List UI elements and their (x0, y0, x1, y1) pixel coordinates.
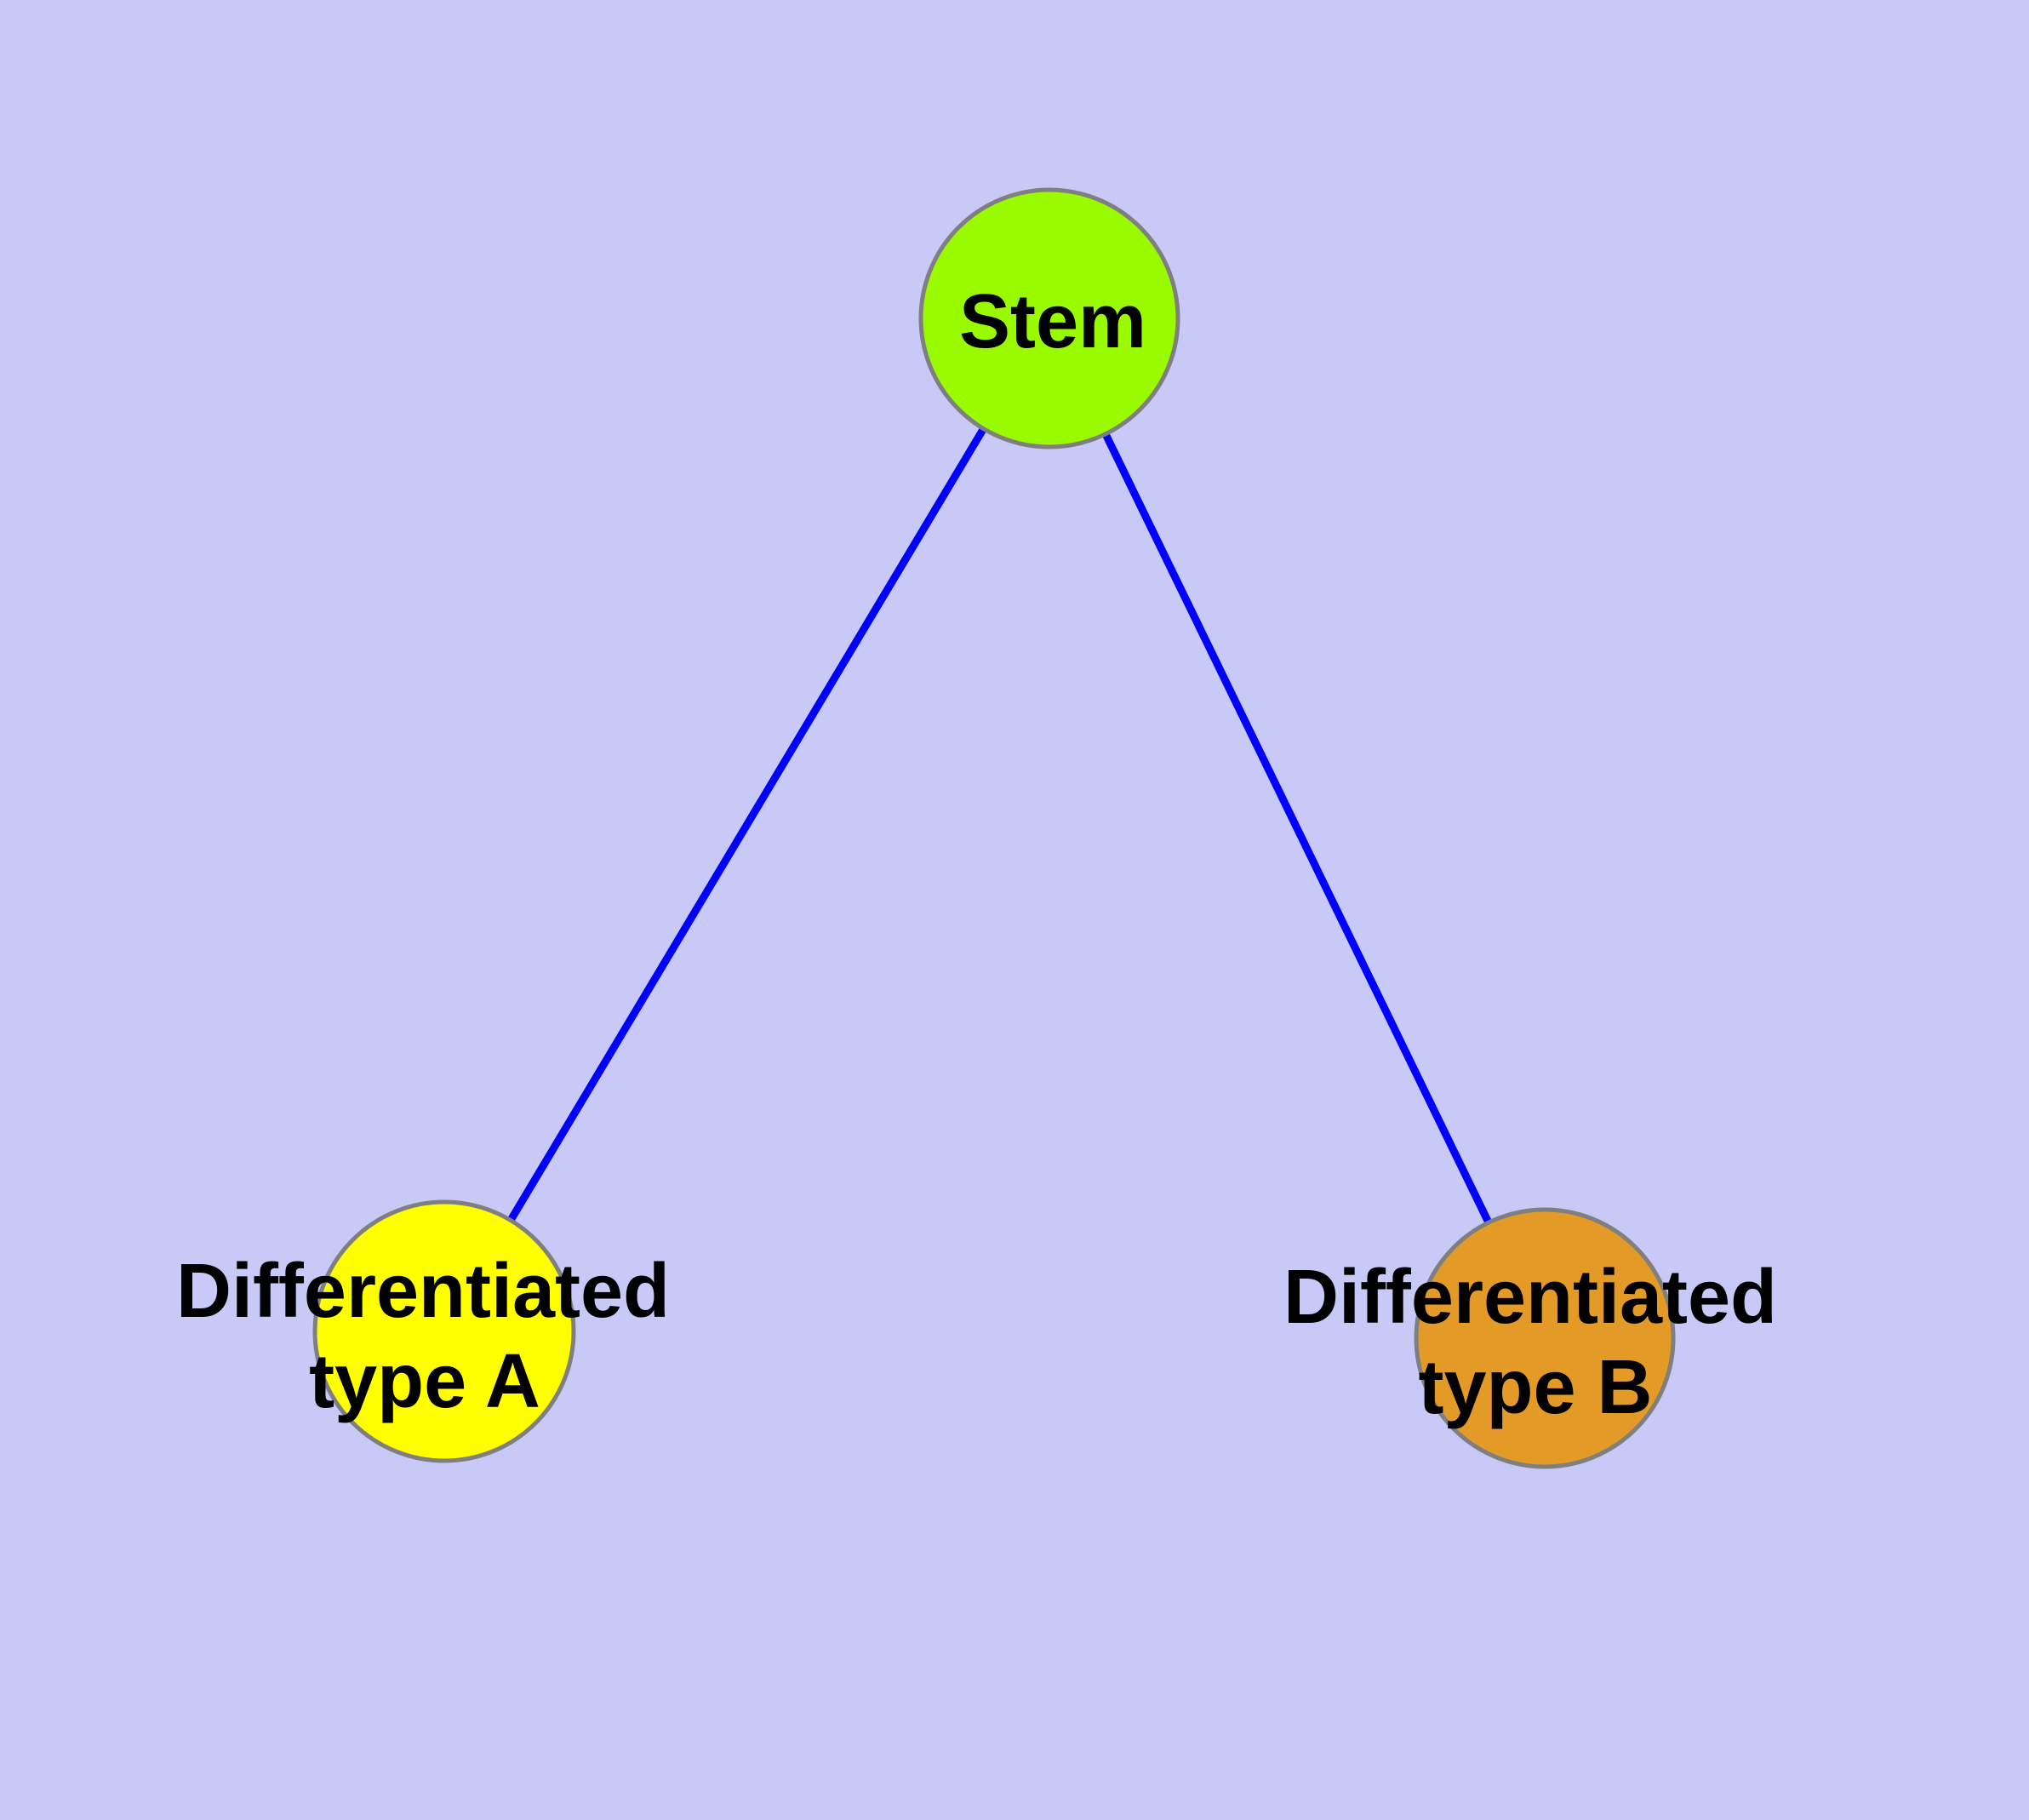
node-type-b-label-line1: Differentiated (1283, 1255, 1777, 1340)
node-type-a-label-line1: Differentiated (176, 1249, 670, 1334)
node-differentiated-type-a (312, 1199, 576, 1463)
node-type-a-label-line2: type A (309, 1339, 540, 1424)
edge-stem-to-type-a (441, 316, 1053, 1334)
node-differentiated-type-b (1414, 1207, 1676, 1469)
node-stem (918, 187, 1180, 449)
node-type-b-label-line2: type B (1418, 1345, 1652, 1430)
node-stem-label: Stem (959, 279, 1146, 364)
edge-stem-to-type-b (1045, 317, 1549, 1340)
